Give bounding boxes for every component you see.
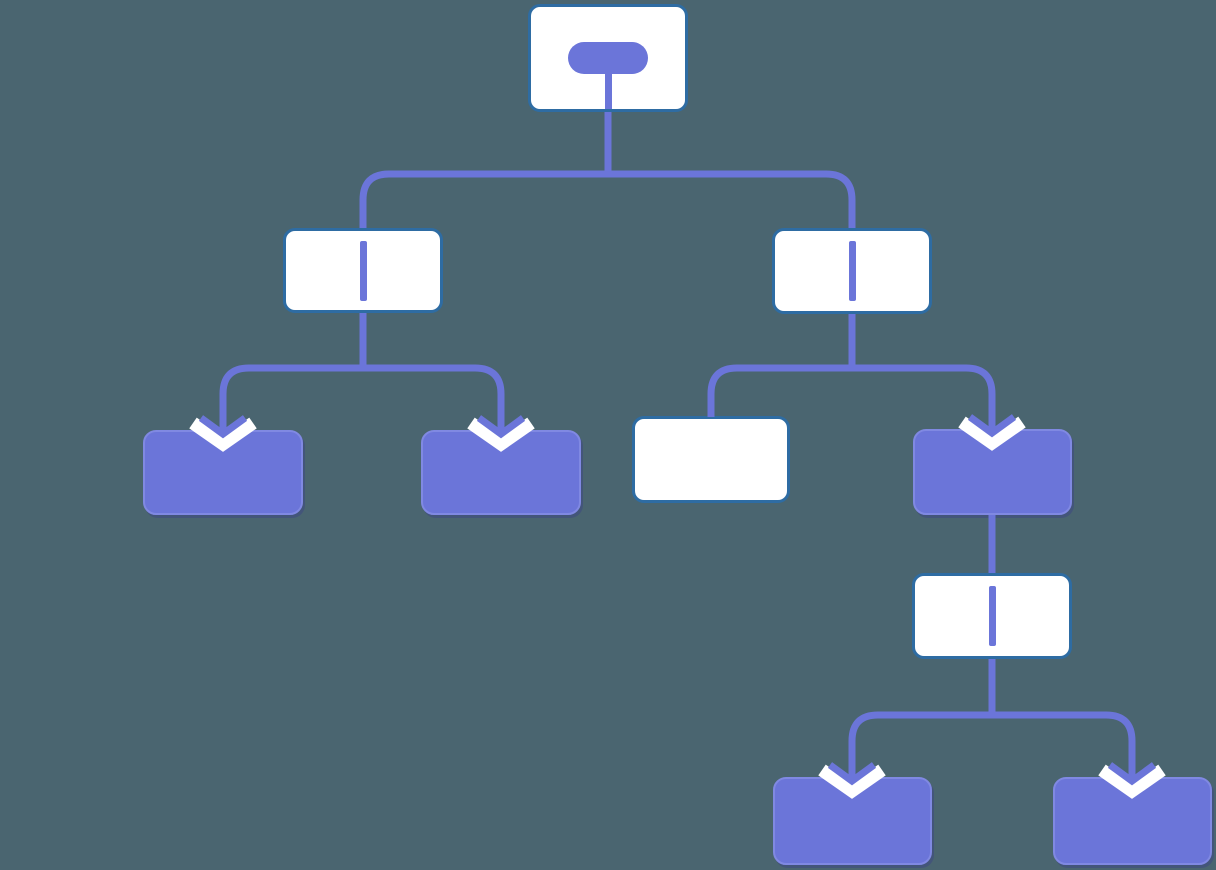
node-leaf-2[interactable]: [421, 430, 581, 515]
node-leaf-4[interactable]: [773, 777, 932, 865]
divider-line-icon: [359, 240, 367, 301]
node-branch-left[interactable]: [283, 228, 443, 313]
divider-line-icon: [988, 586, 996, 646]
divider-line-icon: [848, 241, 856, 301]
node-mid-white[interactable]: [912, 573, 1072, 659]
node-leaf-5[interactable]: [1053, 777, 1212, 865]
tree-root-icon: [568, 42, 648, 109]
node-leaf-3[interactable]: [913, 429, 1072, 515]
node-branch-right[interactable]: [772, 228, 932, 314]
node-root[interactable]: [528, 4, 688, 112]
node-leaf-1[interactable]: [143, 430, 303, 515]
node-empty-white[interactable]: [632, 416, 790, 503]
